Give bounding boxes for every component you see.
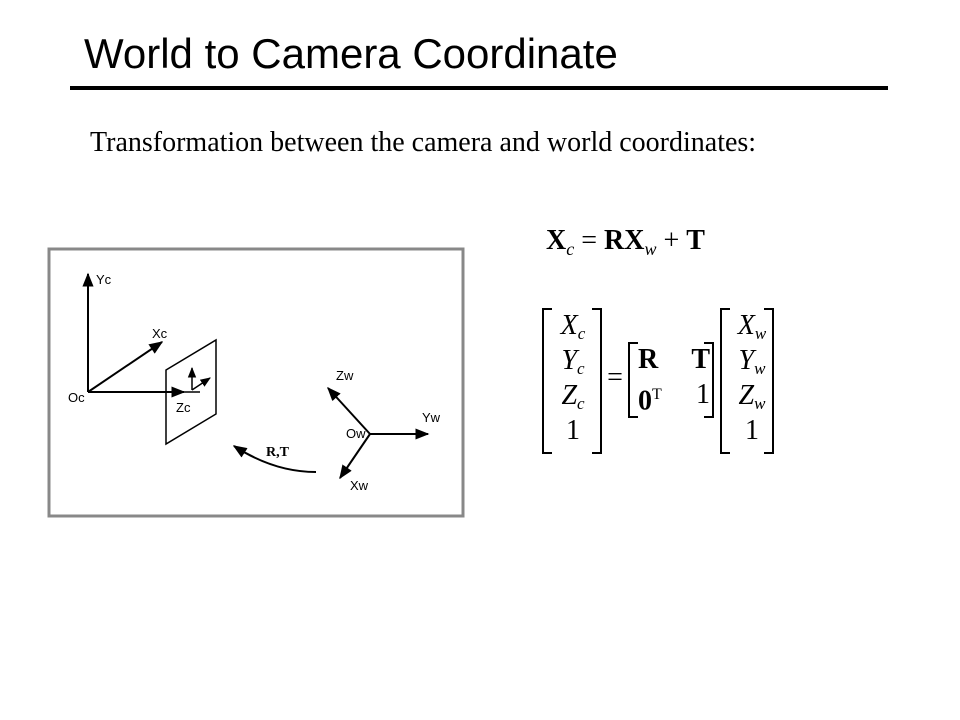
eq-lhs: X	[546, 225, 567, 256]
eq-translation: T	[686, 225, 705, 256]
rt-matrix-right-bracket	[704, 342, 714, 418]
world-vector-right-bracket	[764, 308, 774, 454]
eq-plus: +	[656, 225, 687, 256]
transform-equation: Xc = RXw + T	[546, 224, 705, 266]
camera-vector-one: 1	[566, 415, 580, 446]
image-plane	[165, 338, 217, 446]
title-divider	[70, 86, 888, 90]
world-vector-left-bracket	[720, 308, 730, 454]
camera-vector: Xc Yc Zc 1	[552, 308, 594, 448]
camera-vector-left-bracket	[542, 308, 552, 454]
label-xw: Xw	[350, 478, 369, 493]
matrix-equals-sign: =	[607, 362, 623, 393]
label-rt: R,T	[266, 445, 290, 460]
world-sub: w	[754, 394, 766, 413]
eq-equals: =	[574, 225, 605, 256]
rt-matrix-t: T	[691, 344, 710, 375]
camera-vector-y: Y	[561, 345, 578, 376]
rt-matrix: R T 0T 1	[638, 342, 710, 416]
rt-matrix-zero-value: 0	[638, 385, 652, 417]
label-ow: Ow	[346, 426, 366, 441]
label-zw: Zw	[336, 368, 354, 383]
rt-matrix-zero-sup: T	[652, 386, 662, 403]
world-vector-x: X	[737, 310, 755, 341]
camera-sub: c	[577, 394, 585, 413]
slide-title: World to Camera Coordinate	[84, 30, 618, 77]
world-sub: w	[754, 359, 766, 378]
camera-vector-z: Z	[561, 380, 578, 411]
plane-small-x-axis	[191, 377, 211, 391]
world-x-axis	[339, 433, 371, 480]
world-vector-one: 1	[745, 415, 759, 446]
world-z-axis	[327, 386, 371, 435]
rt-transform-arrow	[232, 445, 317, 473]
label-zc: Zc	[176, 400, 191, 415]
rt-matrix-r: R	[638, 344, 659, 375]
rt-matrix-one: 1	[696, 379, 710, 410]
label-yw: Yw	[422, 410, 441, 425]
label-xc: Xc	[152, 326, 168, 341]
world-vector-y: Y	[738, 345, 755, 376]
camera-sub: c	[577, 324, 586, 343]
world-vector-z: Z	[738, 380, 755, 411]
eq-r-sub: w	[644, 239, 657, 259]
world-vector: Xw Yw Zw 1	[730, 308, 774, 448]
camera-x-axis	[87, 341, 164, 393]
label-yc: Yc	[96, 272, 112, 287]
matrix-equals: =	[604, 360, 626, 395]
label-oc: Oc	[68, 390, 85, 405]
coordinate-diagram: Yc Xc Oc Zc Zw Yw Ow Xw R,T	[47, 247, 465, 518]
eq-rotation: RX	[604, 225, 645, 256]
rt-matrix-zero: 0T	[638, 377, 662, 416]
slide-subtitle: Transformation between the camera and wo…	[90, 127, 757, 158]
eq-lhs-sub: c	[566, 239, 575, 259]
camera-sub: c	[577, 359, 585, 378]
camera-vector-x: X	[560, 310, 578, 341]
rt-matrix-left-bracket	[628, 342, 638, 418]
camera-vector-right-bracket	[592, 308, 602, 454]
diagram-frame	[47, 247, 465, 518]
world-sub: w	[754, 324, 767, 343]
